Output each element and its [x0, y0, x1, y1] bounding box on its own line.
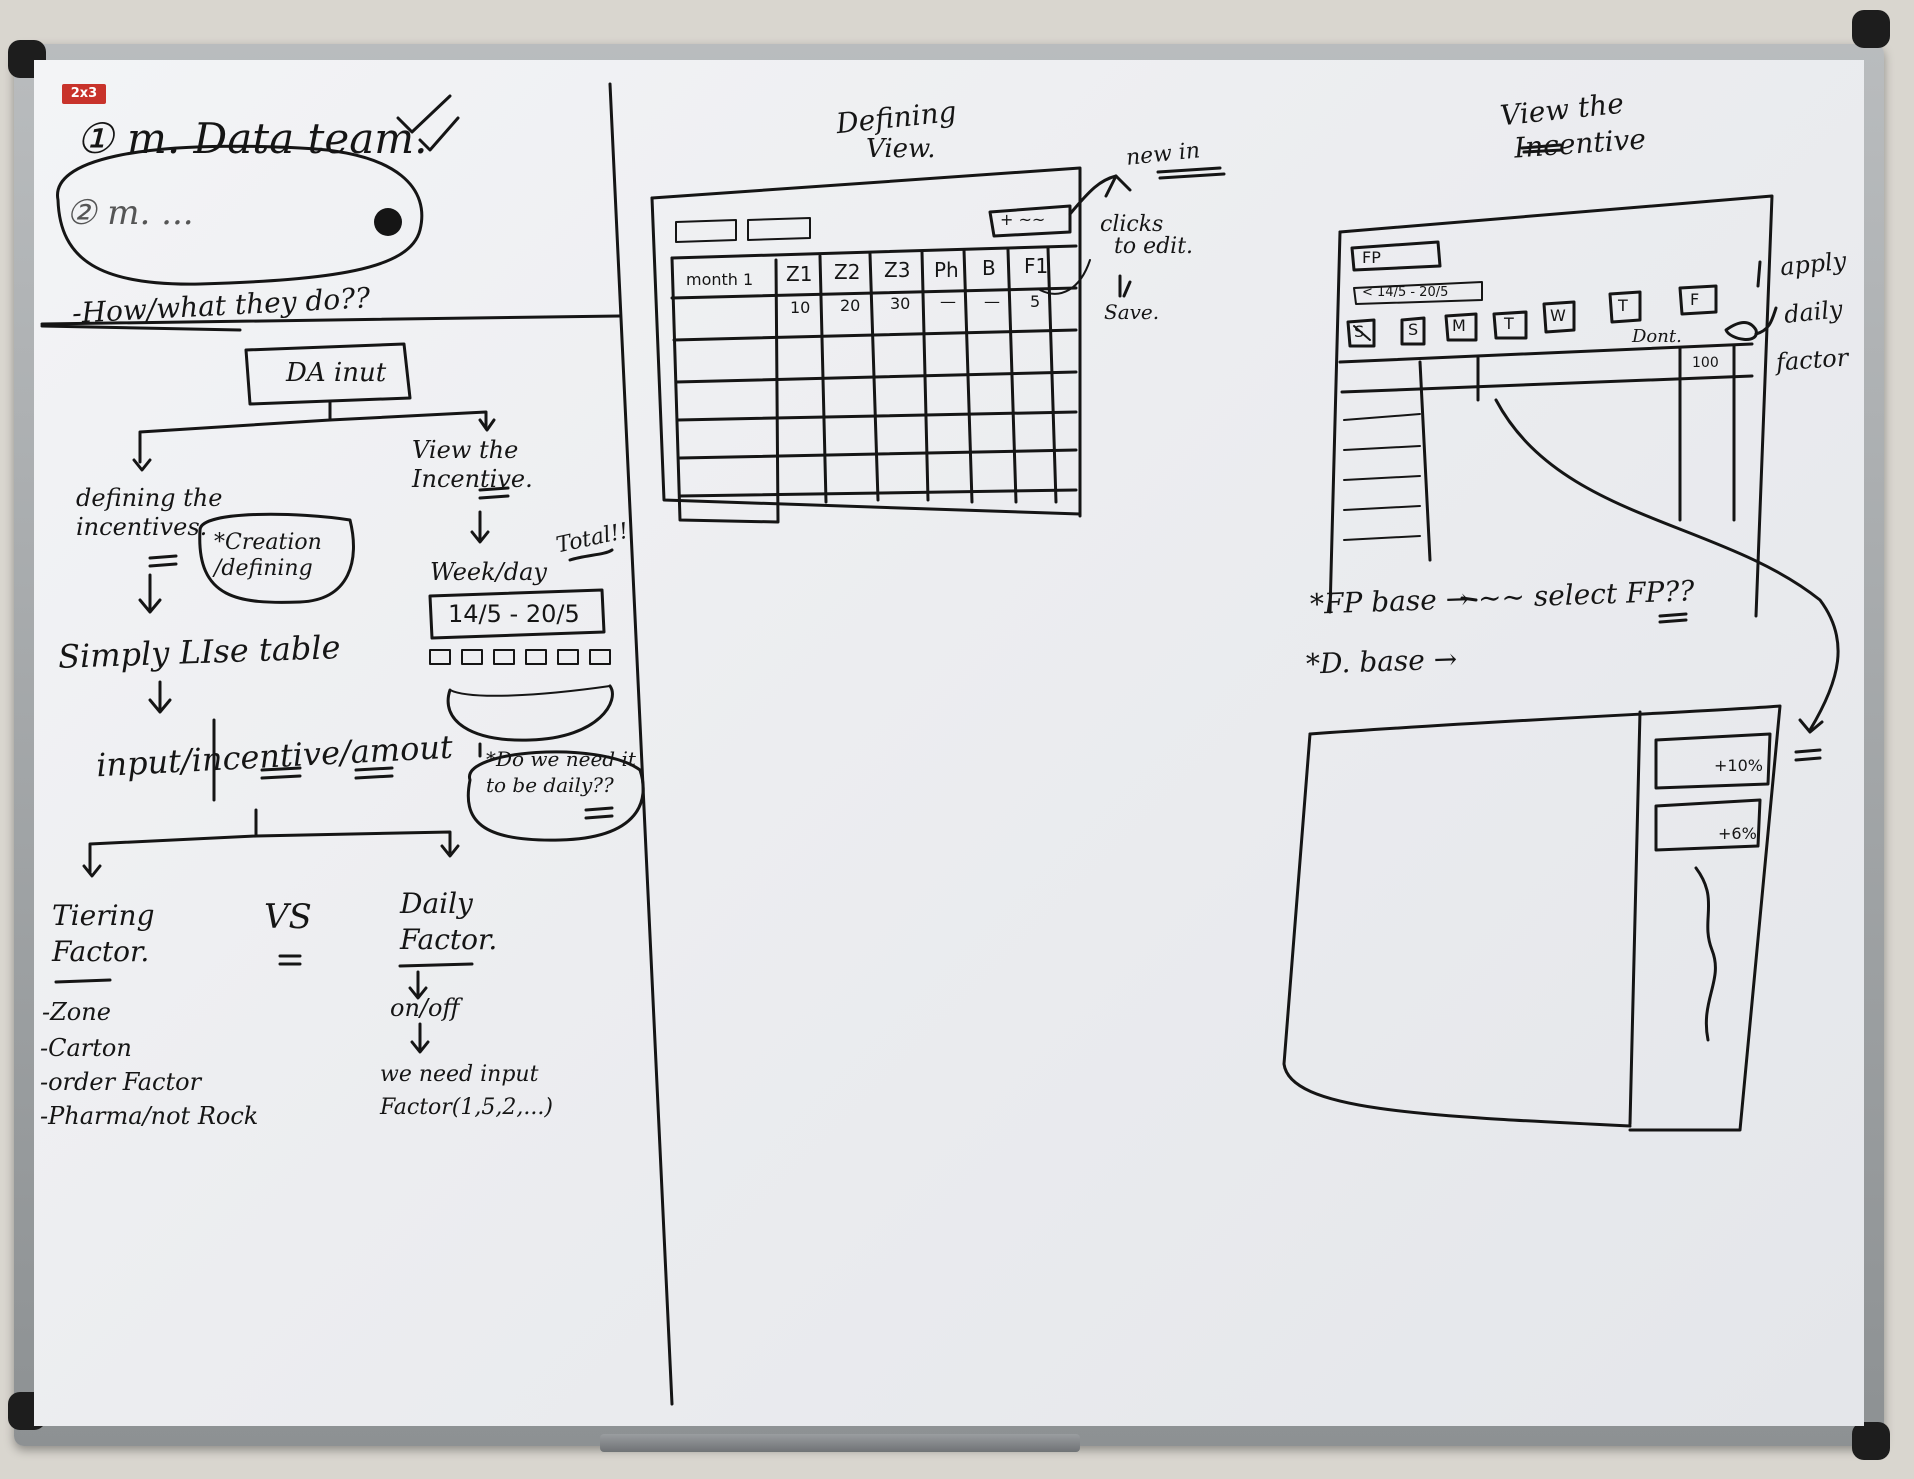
team-item-1: ① m. Data team.	[76, 114, 428, 163]
dont-note: Dont.	[1632, 326, 1682, 347]
tier-item: -Carton	[40, 1034, 132, 1062]
simply-text: Simply LIse table	[57, 628, 342, 676]
table-header-ph: Ph	[934, 258, 959, 282]
add-button[interactable]: + ~~	[1000, 210, 1046, 229]
hundred-value: 100	[1692, 355, 1719, 371]
incentive-card-2: +6%	[1718, 824, 1757, 843]
tiering-factor: Tiering Factor.	[52, 899, 155, 969]
date-range: 14/5 - 20/5	[448, 600, 580, 628]
daily-question: *Do we need it to be daily??	[486, 747, 636, 797]
daily-factor: Daily Factor.	[400, 887, 498, 957]
input-factor-note: we need input Factor(1,5,2,...)	[380, 1062, 553, 1120]
clicks-note: clicks	[1100, 212, 1164, 237]
day-button-s1[interactable]: S	[1354, 322, 1365, 341]
view-branch: View the Incentive.	[412, 436, 533, 493]
table-cell: 10	[790, 298, 811, 317]
brand-badge: 2x3	[62, 84, 106, 104]
day-button-w[interactable]: W	[1550, 306, 1566, 325]
define-branch: defining the incentives.	[76, 484, 223, 541]
d-base-note: *D. base →	[1305, 642, 1458, 681]
table-header-z1: Z1	[786, 262, 813, 286]
table-cell: 30	[890, 294, 911, 313]
apply-note-2: daily	[1782, 295, 1844, 329]
apply-note: apply	[1778, 246, 1848, 282]
table-cell: 5	[1030, 292, 1041, 311]
day-button-f[interactable]: F	[1690, 290, 1700, 309]
date-bar[interactable]: < 14/5 - 20/5	[1362, 285, 1449, 300]
week-day: Week/day	[430, 558, 547, 586]
defining-title-2: View.	[866, 134, 936, 164]
creation-note: *Creation /defining	[214, 530, 322, 582]
day-button-m[interactable]: M	[1452, 316, 1466, 335]
table-header-z2: Z2	[834, 260, 861, 284]
table-cell: —	[984, 292, 1000, 311]
table-header-f1: F1	[1024, 254, 1049, 278]
table-cell: —	[940, 292, 956, 311]
tier-item: -Pharma/not Rock	[40, 1102, 259, 1130]
tier-item: -Zone	[42, 998, 111, 1026]
frame-corner	[1852, 1422, 1890, 1460]
whiteboard-surface	[34, 60, 1864, 1426]
tier-item: -order Factor	[40, 1068, 202, 1096]
vs-label: VS	[264, 897, 312, 937]
fp-select[interactable]: FP	[1362, 248, 1381, 267]
marker-tray	[600, 1434, 1080, 1452]
day-button-t2[interactable]: T	[1618, 296, 1628, 315]
apply-note-3: factor	[1775, 343, 1850, 377]
onoff-label: on/off	[390, 994, 460, 1022]
root-node: DA inut	[286, 358, 387, 388]
table-header-month: month 1	[686, 270, 754, 289]
incentive-card-1: +10%	[1714, 756, 1763, 775]
table-header-b: B	[982, 256, 996, 280]
frame-corner	[1852, 10, 1890, 48]
day-button-s2[interactable]: S	[1408, 320, 1419, 339]
table-cell: 20	[840, 296, 861, 315]
team-item-2: ② m. ...	[66, 193, 194, 233]
day-button-t1[interactable]: T	[1504, 314, 1514, 333]
save-note: Save.	[1104, 300, 1160, 324]
edit-note: to edit.	[1114, 234, 1194, 259]
table-header-z3: Z3	[884, 258, 911, 282]
